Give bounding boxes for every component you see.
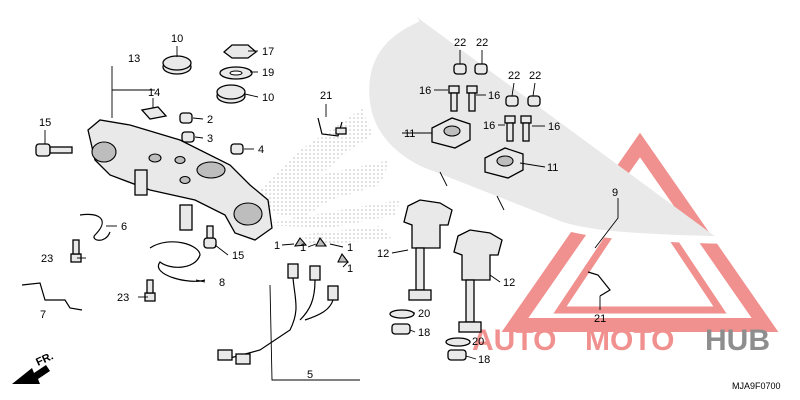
callout-21-right: 21 — [594, 313, 606, 325]
front-direction-arrow-icon — [12, 365, 50, 384]
callout-1-c: 1 — [347, 242, 353, 254]
collar-18-left — [391, 323, 411, 335]
wire-clip-8 — [149, 241, 206, 282]
washer-19 — [219, 66, 253, 80]
holder-cap-11-lower — [484, 147, 524, 179]
callout-10-top: 10 — [171, 33, 183, 45]
callout-21-left: 21 — [320, 90, 332, 102]
nut-10-lower — [216, 84, 246, 104]
callout-18-left: 18 — [418, 327, 430, 339]
bolt-16-c — [504, 115, 516, 142]
callout-16-a: 16 — [419, 85, 431, 97]
callout-22-c: 22 — [508, 70, 520, 82]
clip-6 — [79, 213, 111, 241]
cap-22-c — [505, 95, 519, 107]
bolt-15-left — [35, 143, 73, 157]
callout-20-left: 20 — [418, 308, 430, 320]
clamp-21-left — [317, 117, 347, 137]
bolt-16-b — [466, 85, 478, 112]
watermark-moto: MOTO — [585, 324, 674, 357]
bolt-23-upper — [70, 239, 82, 263]
callout-22-d: 22 — [529, 70, 541, 82]
clamp-21-right — [587, 271, 611, 297]
spring-clip-7 — [21, 282, 83, 311]
callout-6: 6 — [121, 221, 127, 233]
holder-cap-11-upper — [431, 117, 471, 149]
watermark-hub: HUB — [705, 324, 770, 357]
callout-1-b: 1 — [300, 242, 306, 254]
callout-13: 13 — [128, 53, 140, 65]
leader-lines — [44, 46, 619, 360]
callout-12-left: 12 — [377, 248, 389, 260]
callout-1-a: 1 — [274, 240, 280, 252]
bolt-15-right — [203, 225, 217, 249]
callout-16-c: 16 — [483, 120, 495, 132]
callout-2: 2 — [207, 114, 213, 126]
callout-16-d: 16 — [548, 121, 560, 133]
callout-23-lower: 23 — [117, 292, 129, 304]
callout-8: 8 — [219, 277, 225, 289]
plug-4 — [230, 143, 244, 155]
holder-12-right — [453, 229, 503, 333]
callout-9: 9 — [612, 187, 618, 199]
callout-12-right: 12 — [503, 277, 515, 289]
callout-7: 7 — [40, 309, 46, 321]
cap-22-a — [453, 63, 467, 75]
callout-14: 14 — [148, 87, 160, 99]
callout-4: 4 — [258, 144, 264, 156]
callout-23-upper: 23 — [41, 253, 53, 265]
bolt-16-d — [520, 115, 532, 142]
front-direction-label: FR. — [34, 350, 55, 368]
cap-22-b — [474, 63, 488, 75]
washer-20-left — [389, 309, 415, 319]
top-bridge — [87, 119, 273, 241]
callout-20-right: 20 — [472, 336, 484, 348]
callout-11-upper: 11 — [404, 128, 415, 140]
callout-3: 3 — [207, 133, 213, 145]
callout-22-a: 22 — [454, 37, 466, 49]
watermark-auto: AUTO — [472, 324, 556, 357]
callout-18-right: 18 — [478, 354, 490, 366]
collar-18-right — [447, 349, 467, 361]
diagram-code: MJA9F0700 — [732, 381, 781, 391]
callout-5: 5 — [307, 369, 313, 381]
callout-15-right: 15 — [232, 250, 244, 262]
callout-22-b: 22 — [476, 37, 488, 49]
bolt-23-lower — [144, 279, 156, 302]
callout-11-lower: 11 — [547, 162, 558, 174]
holder-12-left — [403, 199, 453, 301]
plug-2 — [179, 112, 193, 124]
bolt-16-a — [448, 85, 460, 112]
cap-22-d — [527, 95, 541, 107]
callout-16-b: 16 — [488, 90, 500, 102]
callout-15-left: 15 — [39, 117, 51, 129]
harness-5 — [217, 236, 360, 381]
callout-labels: 13 14 10 17 19 10 2 3 4 15 6 23 15 8 7 2… — [39, 33, 618, 381]
plug-3 — [181, 131, 195, 143]
nut-10-top — [162, 55, 192, 75]
callout-17: 17 — [262, 46, 274, 58]
callout-1-d: 1 — [347, 263, 353, 275]
callout-10-lower: 10 — [262, 92, 274, 104]
cap-nut-17 — [222, 44, 258, 59]
plate-14 — [140, 106, 168, 120]
callout-19: 19 — [262, 67, 274, 79]
washer-20-right — [445, 337, 471, 347]
